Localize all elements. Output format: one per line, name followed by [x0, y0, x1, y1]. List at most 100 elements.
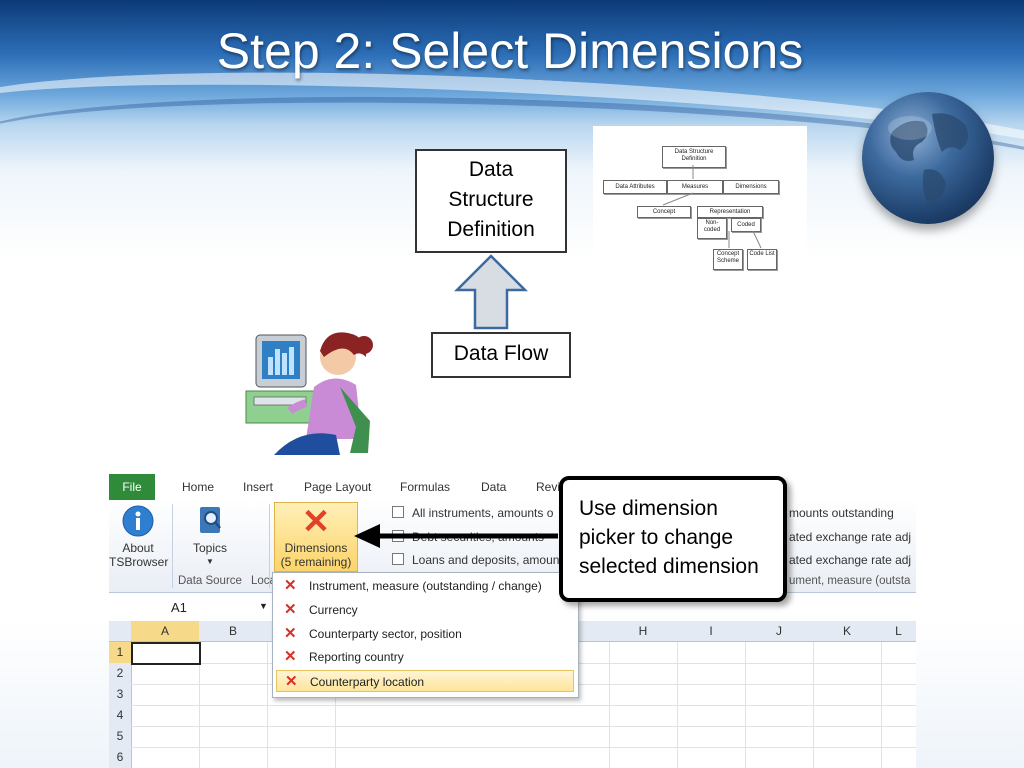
row-header-4[interactable]: 4: [109, 705, 132, 727]
remove-icon: ✕: [284, 577, 297, 594]
book-search-icon: [200, 507, 221, 533]
column-header-l[interactable]: L: [881, 621, 916, 642]
grid-line: [677, 642, 678, 768]
row-header-5[interactable]: 5: [109, 726, 132, 748]
callout-arrow-icon: [354, 524, 558, 548]
chevron-down-icon: ▼: [259, 601, 268, 611]
topics-button[interactable]: Topics ▼: [187, 504, 233, 569]
checkbox-icon: [392, 553, 404, 565]
grid-line: [609, 642, 610, 768]
grid-line: [199, 642, 200, 768]
mini-attributes: Data Attributes: [603, 180, 667, 194]
row-header-2[interactable]: 2: [109, 663, 132, 685]
topics-label: Topics: [192, 541, 227, 555]
dimension-item-3[interactable]: ✕ Counterparty sector, position: [276, 623, 574, 645]
checkbox-icon: [392, 506, 404, 518]
callout-line-1: Use dimension: [579, 497, 718, 520]
tab-home[interactable]: Home: [182, 480, 215, 494]
grid-line: [335, 642, 336, 768]
dimensions-remaining: (5 remaining): [280, 555, 352, 569]
filter-checkbox-3-label: Loans and deposits, amoun: [412, 553, 560, 567]
dsd-line-1: Data: [468, 158, 514, 181]
filter-checkbox-3[interactable]: Loans and deposits, amoun: [392, 553, 559, 567]
right-group-label: ument, measure (outsta: [789, 575, 911, 587]
about-tsbrowser-button[interactable]: About TSBrowser: [109, 504, 169, 569]
grid-line: [813, 642, 814, 768]
dimension-picker-dropdown: ✕ Instrument, measure (outstanding / cha…: [272, 572, 579, 698]
dimension-item-label: Reporting country: [309, 650, 404, 664]
row-header-6[interactable]: 6: [109, 747, 132, 768]
grid-line: [881, 642, 882, 768]
ribbon-tabs: File Home Insert Page Layout Formulas Da…: [109, 474, 916, 501]
mini-concept: Concept: [637, 206, 691, 218]
slide-title: Step 2: Select Dimensions: [216, 23, 804, 79]
ribbon-separator: [172, 504, 173, 588]
tab-page-layout[interactable]: Page Layout: [304, 480, 372, 494]
info-icon: [122, 505, 154, 537]
group-label-data-source: Data Source: [178, 575, 242, 587]
name-box-value: A1: [171, 600, 187, 615]
about-label-1: About: [122, 541, 154, 555]
globe-icon: [862, 92, 994, 224]
about-label-2: TSBrowser: [109, 555, 169, 569]
column-header-k[interactable]: K: [813, 621, 882, 642]
tab-formulas[interactable]: Formulas: [400, 480, 451, 494]
remove-icon: ✕: [301, 503, 331, 541]
column-header-j[interactable]: J: [745, 621, 814, 642]
grid-line: [267, 642, 268, 768]
column-header-i[interactable]: I: [677, 621, 746, 642]
dsd-line-3: Definition: [447, 218, 535, 241]
column-header-b[interactable]: B: [199, 621, 268, 642]
mini-dimensions: Dimensions: [723, 180, 779, 194]
dimension-item-label: Counterparty location: [310, 675, 425, 689]
ribbon-separator: [269, 504, 270, 588]
dsd-structure-thumbnail: Data Structure Definition Data Attribute…: [593, 126, 807, 274]
mini-coded: Coded: [731, 218, 761, 232]
dimension-item-4[interactable]: ✕ Reporting country: [276, 646, 574, 668]
tab-file[interactable]: File: [109, 474, 155, 500]
remove-icon: ✕: [284, 625, 297, 642]
column-header-h[interactable]: H: [609, 621, 678, 642]
row-header-1[interactable]: 1: [109, 642, 132, 664]
data-flow-box: Data Flow: [431, 332, 571, 378]
user-at-computer-icon: [245, 332, 373, 455]
remove-icon: ✕: [284, 648, 297, 665]
dimension-item-5[interactable]: ✕ Counterparty location: [276, 670, 574, 692]
dimensions-button[interactable]: ✕ Dimensions (5 remaining): [274, 502, 358, 572]
mini-connectors: [662, 165, 762, 249]
callout-line-3: selected dimension: [579, 555, 759, 578]
tab-data[interactable]: Data: [481, 480, 507, 494]
mini-code-list: Code List: [747, 249, 777, 270]
right-filter-text-3[interactable]: ated exchange rate adj: [789, 553, 912, 567]
mini-root: Data Structure Definition: [662, 146, 726, 168]
dsd-box: Data Structure Definition: [415, 149, 567, 253]
name-box[interactable]: A1 ▼: [109, 596, 274, 618]
tab-review[interactable]: Revi: [536, 480, 561, 494]
remove-icon: ✕: [285, 673, 298, 690]
dimension-item-2[interactable]: ✕ Currency: [276, 599, 574, 621]
mini-representation: Representation: [697, 206, 763, 218]
dimension-item-label: Counterparty sector, position: [309, 627, 462, 641]
dimensions-label: Dimensions: [284, 541, 348, 555]
remove-icon: ✕: [284, 601, 297, 618]
callout-line-2: picker to change: [579, 526, 734, 549]
active-cell-a1[interactable]: [131, 642, 201, 665]
callout-box: Use dimension picker to change selected …: [559, 476, 787, 602]
dropdown-arrow-icon: ▼: [206, 557, 214, 566]
column-header-a[interactable]: A: [131, 621, 200, 642]
right-filter-text-1[interactable]: mounts outstanding: [789, 506, 894, 520]
mini-measures: Measures: [667, 180, 723, 194]
dimension-item-1[interactable]: ✕ Instrument, measure (outstanding / cha…: [276, 575, 574, 597]
tab-insert[interactable]: Insert: [243, 480, 274, 494]
filter-checkbox-1[interactable]: All instruments, amounts o: [392, 506, 553, 520]
grid-line: [745, 642, 746, 768]
mini-concept-scheme: Concept Scheme: [713, 249, 743, 270]
grid-line: [131, 726, 916, 727]
right-filter-text-2[interactable]: ated exchange rate adj: [789, 530, 912, 544]
grid-line: [131, 705, 916, 706]
up-arrow-icon: [454, 254, 528, 330]
dimension-item-label: Instrument, measure (outstanding / chang…: [309, 579, 542, 593]
select-all-corner[interactable]: [109, 621, 132, 642]
group-label-loca: Loca: [251, 575, 276, 587]
row-header-3[interactable]: 3: [109, 684, 132, 706]
